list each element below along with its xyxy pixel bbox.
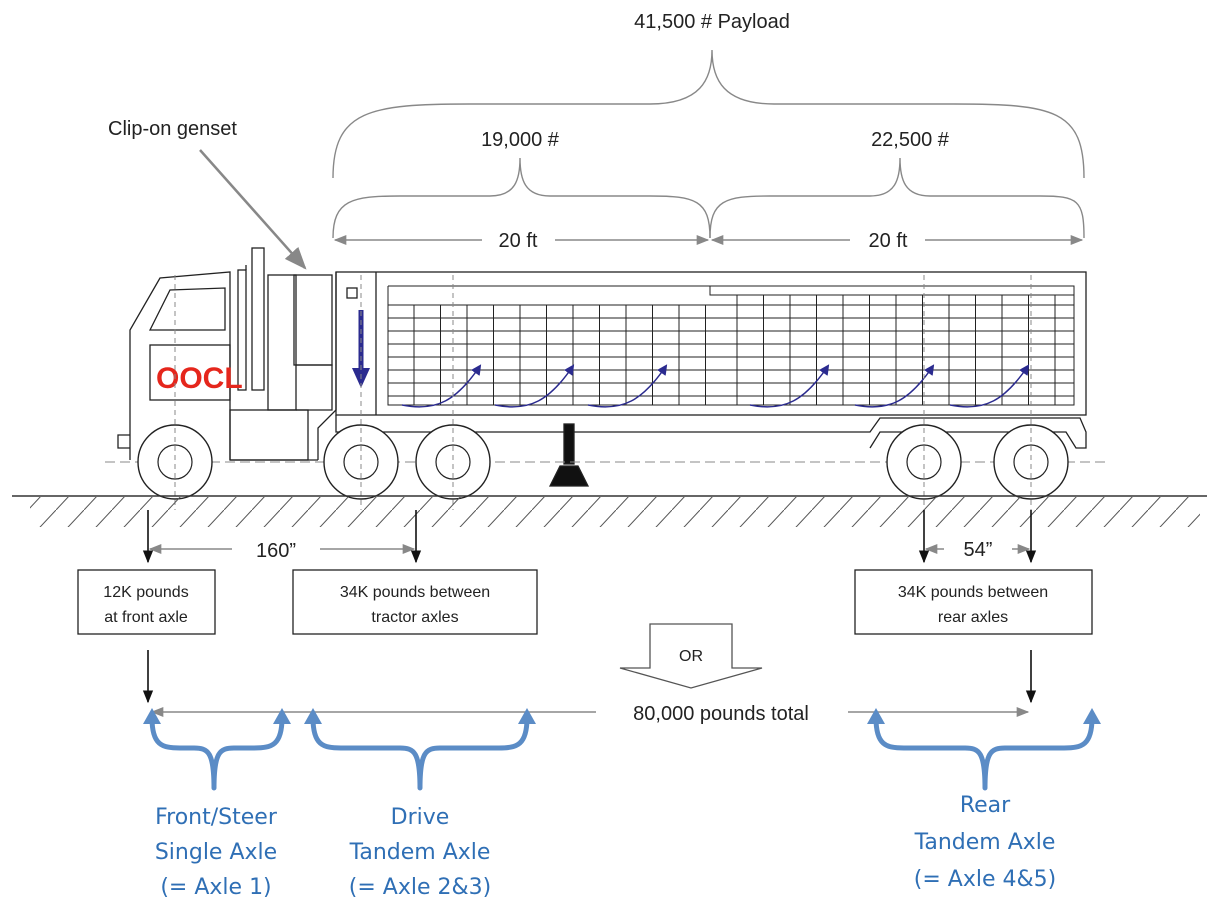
rear-half-weight: 22,500 # bbox=[871, 129, 950, 151]
ground-hatch bbox=[30, 497, 1200, 527]
front-axle-box-line1: 12K pounds bbox=[103, 584, 188, 601]
front-group-line2: Single Axle bbox=[155, 840, 277, 865]
sum-arrows bbox=[142, 650, 1037, 704]
front-length-label: 20 ft bbox=[499, 230, 538, 252]
cargo-grid bbox=[387, 285, 1075, 406]
airflow-arrow bbox=[854, 364, 935, 408]
hub bbox=[435, 444, 471, 480]
front-axle-box-line2: at front axle bbox=[104, 609, 188, 626]
payload-total-label: 41,500 # Payload bbox=[634, 11, 790, 33]
airflow-arrow bbox=[587, 364, 668, 408]
cab-window bbox=[148, 287, 226, 331]
wheel bbox=[323, 275, 399, 510]
drive-axle-box-line2: tractor axles bbox=[371, 609, 458, 626]
rear-length-label: 20 ft bbox=[869, 230, 908, 252]
front-group-label: Front/Steer Single Axle (= Axle 1) bbox=[155, 805, 278, 900]
wheel bbox=[993, 275, 1069, 510]
landing-gear bbox=[563, 423, 575, 465]
or-label: OR bbox=[679, 648, 703, 665]
tire bbox=[137, 424, 213, 500]
truck bbox=[117, 247, 1087, 487]
front-half-brace bbox=[332, 157, 711, 239]
rear-group-label: Rear Tandem Axle (= Axle 4&5) bbox=[914, 793, 1057, 892]
axle-load-arrows bbox=[142, 510, 1037, 564]
tire bbox=[886, 424, 962, 500]
airflow-arrow bbox=[401, 364, 482, 408]
rear-group-brace-right-tip bbox=[1083, 708, 1101, 724]
front-group-brace-right-tip bbox=[273, 708, 291, 724]
genset-pointer bbox=[199, 149, 307, 270]
rear-half-brace bbox=[709, 157, 1085, 239]
cab-body bbox=[129, 271, 231, 460]
drive-group-brace-left-tip bbox=[304, 708, 322, 724]
hub bbox=[157, 444, 193, 480]
tire bbox=[415, 424, 491, 500]
front-group-line1: Front/Steer bbox=[155, 805, 278, 830]
trailer-box bbox=[335, 271, 1087, 416]
fuel-tank bbox=[229, 409, 309, 461]
hub bbox=[1013, 444, 1049, 480]
drive-group-line1: Drive bbox=[391, 805, 450, 830]
airflow-arrows bbox=[401, 364, 1030, 408]
axle-group-braces bbox=[143, 708, 1101, 791]
rear-axle-box-line2: rear axles bbox=[938, 609, 1008, 626]
rear-group-brace-left-tip bbox=[867, 708, 885, 724]
drive-axle-box-line1: 34K pounds between bbox=[340, 584, 490, 601]
cab-door bbox=[149, 344, 231, 401]
front-group-line3: (= Axle 1) bbox=[160, 875, 271, 900]
rear-group-line1: Rear bbox=[960, 793, 1011, 818]
drive-group-line3: (= Axle 2&3) bbox=[349, 875, 491, 900]
rear-group-brace bbox=[873, 715, 1095, 791]
rear-axle-box-line1: 34K pounds between bbox=[898, 584, 1048, 601]
front-group-brace bbox=[149, 715, 285, 791]
front-to-drive-spacing: 160” bbox=[256, 540, 296, 562]
payload-brace bbox=[332, 49, 1085, 179]
cargo-outline bbox=[387, 285, 1075, 406]
rear-group-line3: (= Axle 4&5) bbox=[914, 867, 1056, 892]
brand-logo: OOCL bbox=[156, 362, 243, 395]
drive-group-brace-right-tip bbox=[518, 708, 536, 724]
genset-unit bbox=[293, 274, 333, 366]
drive-axle-box: 34K pounds between tractor axles bbox=[292, 569, 538, 635]
hub bbox=[343, 444, 379, 480]
airflow-arrow bbox=[494, 364, 575, 408]
sleeper bbox=[267, 274, 297, 411]
front-bumper bbox=[117, 434, 130, 449]
drive-group-label: Drive Tandem Axle (= Axle 2&3) bbox=[349, 805, 492, 900]
drive-group-line2: Tandem Axle bbox=[349, 840, 491, 865]
front-half-weight: 19,000 # bbox=[481, 129, 560, 151]
hub bbox=[906, 444, 942, 480]
wheel bbox=[415, 275, 491, 510]
or-arrow bbox=[619, 623, 763, 689]
airflow-arrow bbox=[949, 364, 1030, 408]
total-label: 80,000 pounds total bbox=[633, 703, 809, 725]
rear-axle-box: 34K pounds between rear axles bbox=[854, 569, 1093, 635]
front-group-brace-left-tip bbox=[143, 708, 161, 724]
genset-label: Clip-on genset bbox=[108, 118, 237, 140]
rear-group-line2: Tandem Axle bbox=[914, 830, 1056, 855]
exhaust-stack bbox=[251, 247, 265, 391]
front-axle-box: 12K pounds at front axle bbox=[77, 569, 216, 635]
wheel bbox=[886, 275, 962, 510]
rear-axle-spacing: 54” bbox=[964, 539, 993, 561]
tire bbox=[993, 424, 1069, 500]
airflow-arrow bbox=[749, 364, 830, 408]
drive-group-brace bbox=[310, 715, 530, 791]
wheels bbox=[137, 275, 1069, 510]
tire bbox=[323, 424, 399, 500]
